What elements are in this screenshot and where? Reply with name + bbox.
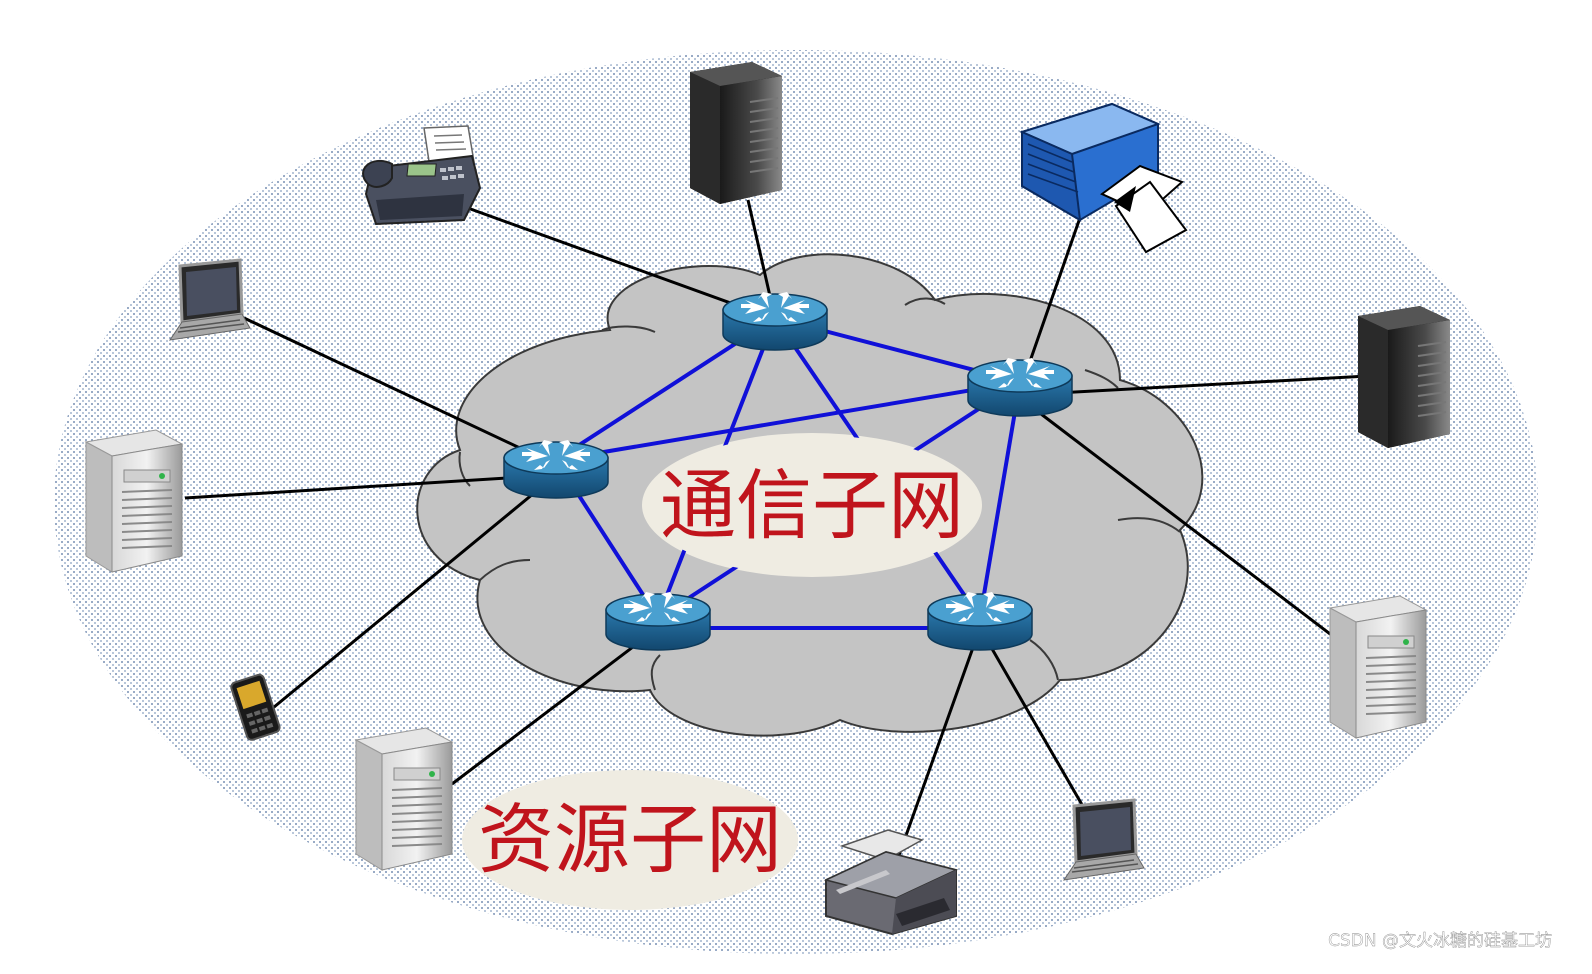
server-tower-icon[interactable] bbox=[355, 727, 453, 871]
resource-subnet-label: 资源子网 bbox=[478, 795, 782, 884]
server-tower-icon[interactable] bbox=[85, 429, 183, 573]
router-icon[interactable] bbox=[605, 591, 711, 651]
communication-subnet-label: 通信子网 bbox=[660, 461, 964, 550]
link-right-server bbox=[1019, 374, 1369, 397]
watermark-text: CSDN @文火冰糖的硅基工坊 bbox=[1328, 931, 1552, 951]
access-links bbox=[184, 199, 1369, 859]
link-bottom-printer bbox=[896, 627, 982, 859]
link-mobile bbox=[267, 473, 557, 714]
communication-subnet-label-cover bbox=[644, 435, 980, 575]
laptop-icon[interactable] bbox=[168, 258, 252, 342]
link-laptop-right bbox=[978, 627, 1094, 823]
mobile-phone-icon[interactable] bbox=[230, 673, 281, 741]
router-icon[interactable] bbox=[503, 439, 609, 499]
printer-icon[interactable] bbox=[823, 829, 959, 936]
resource-subnet-label-bg bbox=[462, 770, 798, 910]
server-tower-icon[interactable] bbox=[1329, 595, 1427, 739]
cloud-folds bbox=[458, 297, 1181, 691]
link-left-tower bbox=[184, 473, 557, 500]
router-icon[interactable] bbox=[927, 591, 1033, 651]
laptop-icon[interactable] bbox=[1062, 798, 1146, 882]
server-black-icon[interactable] bbox=[1357, 305, 1451, 449]
server-black-icon[interactable] bbox=[689, 61, 783, 205]
link-fax bbox=[464, 205, 773, 320]
link-bottom-tower bbox=[451, 626, 659, 786]
router-icon[interactable] bbox=[722, 291, 828, 351]
link-laptop-left bbox=[243, 316, 557, 467]
fax-icon[interactable] bbox=[362, 125, 482, 226]
link-right-tower bbox=[1019, 396, 1339, 642]
printer-icon[interactable] bbox=[1019, 102, 1188, 254]
router-icon[interactable] bbox=[967, 357, 1073, 417]
